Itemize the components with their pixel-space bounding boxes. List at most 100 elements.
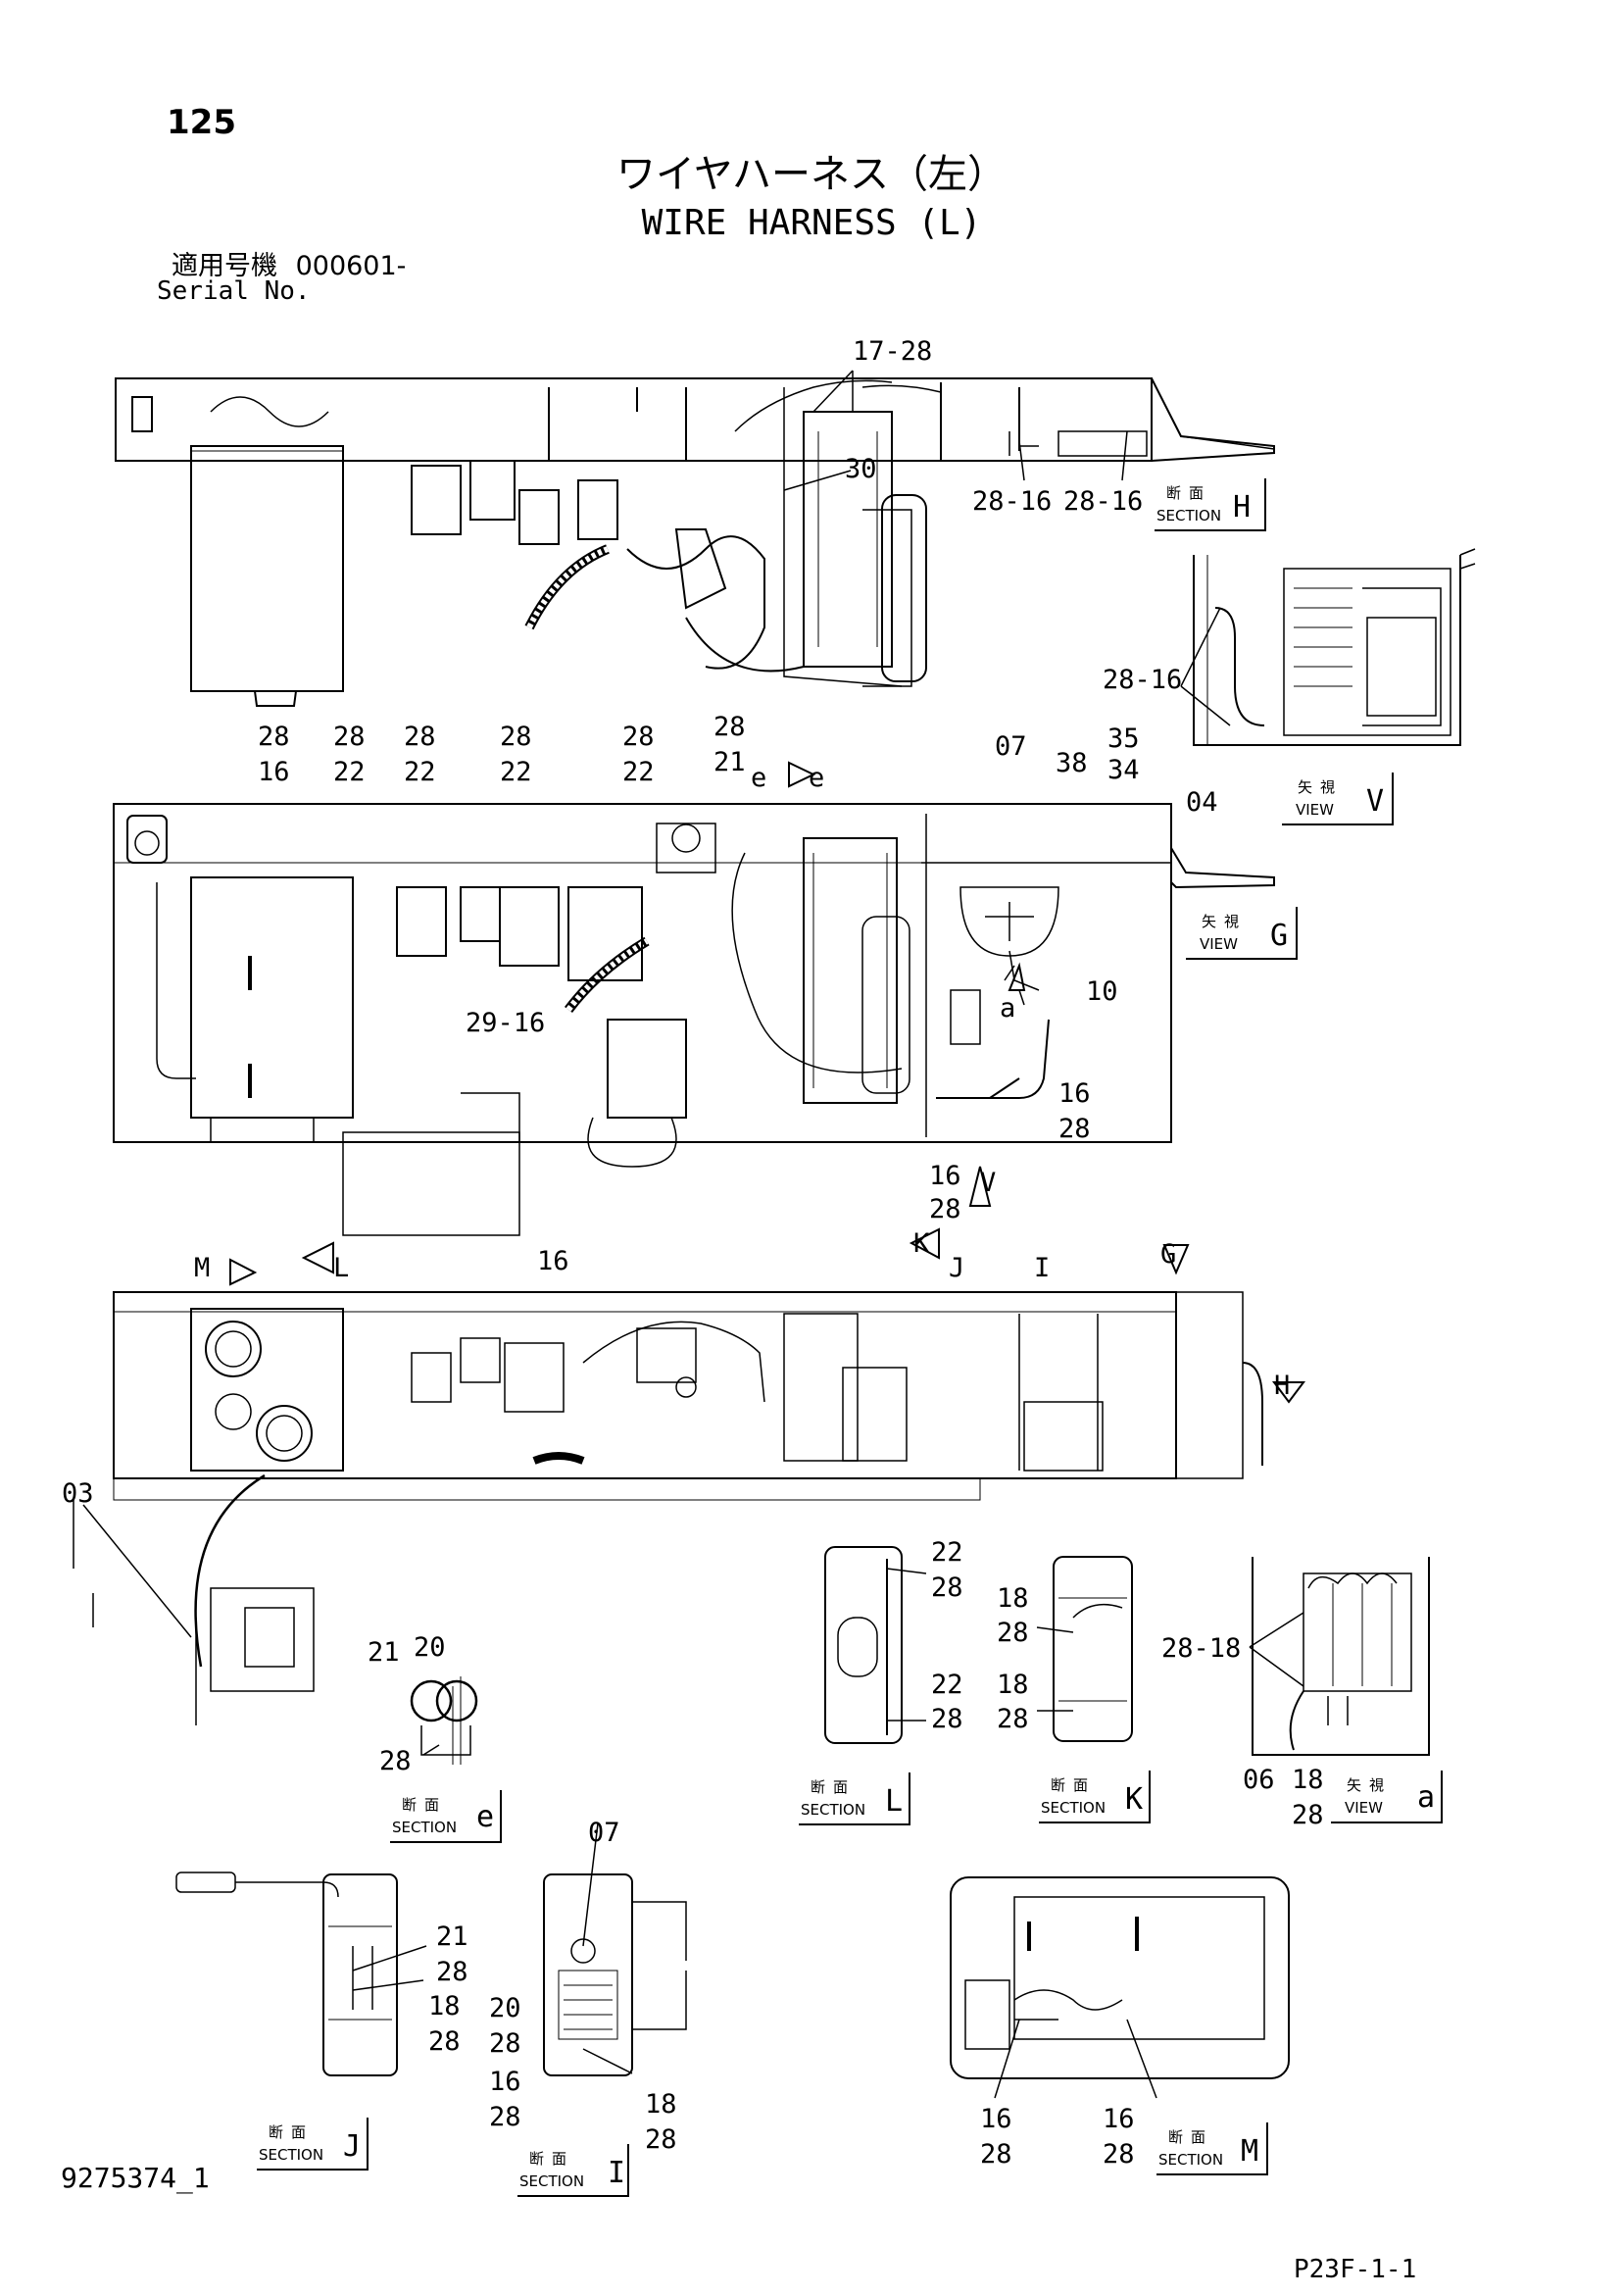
callout-k-28-a: 28 <box>997 1618 1029 1648</box>
callout-l-28-a: 28 <box>931 1572 963 1603</box>
callout-a-28-18: 28-18 <box>1161 1633 1242 1664</box>
callout-i-18: 18 <box>645 2089 677 2120</box>
callout-e-21: 21 <box>368 1637 400 1668</box>
label-view-v: 矢視 VIEW V <box>1282 773 1394 825</box>
callout-k-18-b: 18 <box>997 1670 1029 1700</box>
callout-i-20: 20 <box>489 1993 521 2023</box>
callout-mid-2-top: 28 <box>333 722 366 752</box>
callout-34: 34 <box>1107 755 1140 785</box>
callout-j-28-b: 28 <box>428 2026 461 2057</box>
label-section-j: 断面 SECTION J <box>257 2118 369 2171</box>
title-japanese: ワイヤハーネス（左） <box>616 152 1007 197</box>
callout-04: 04 <box>1186 787 1218 818</box>
page-number: 125 <box>167 103 236 142</box>
label-section-e: 断面 SECTION e <box>390 1790 502 1843</box>
callout-a-28: 28 <box>1292 1800 1324 1830</box>
view-letter-l: L <box>333 1253 350 1283</box>
callout-i-16: 16 <box>489 2067 521 2097</box>
view-letter-e-2: e <box>809 763 825 793</box>
callout-28-16-b: 28-16 <box>1063 486 1144 517</box>
callout-10: 10 <box>1086 976 1118 1007</box>
callout-l-22-a: 22 <box>931 1537 963 1568</box>
callout-mid-4-bot: 22 <box>500 757 532 787</box>
callout-28-lower: 28 <box>929 1194 961 1224</box>
callout-l-22-b: 22 <box>931 1670 963 1700</box>
callout-17-28: 17-28 <box>853 336 933 367</box>
callout-30: 30 <box>845 454 877 484</box>
callout-28-right: 28 <box>1058 1114 1091 1144</box>
callout-mid-5-bot: 22 <box>622 757 655 787</box>
callout-e-20: 20 <box>414 1632 446 1663</box>
bottom-plan-view <box>73 1291 1263 1725</box>
callout-mid-4-top: 28 <box>500 722 532 752</box>
callout-35: 35 <box>1107 724 1140 754</box>
view-letter-j: J <box>949 1253 965 1283</box>
view-letter-e-1: e <box>751 763 767 793</box>
callout-i-28-b: 28 <box>489 2102 521 2132</box>
section-j-detail <box>175 1872 427 2076</box>
middle-plan-view <box>113 803 1275 1236</box>
callout-07: 07 <box>995 731 1027 762</box>
view-letter-i: I <box>1034 1253 1051 1283</box>
view-letter-g: G <box>1160 1239 1177 1270</box>
section-l-detail <box>824 1546 927 1744</box>
view-letter-v: V <box>980 1168 997 1198</box>
callout-m-16-b: 16 <box>1103 2104 1135 2134</box>
callout-16-right: 16 <box>1058 1078 1091 1109</box>
section-m-detail <box>950 1876 1290 2099</box>
callout-29-16: 29-16 <box>466 1008 546 1038</box>
serial-label-en: Serial No. <box>157 276 311 306</box>
label-view-a: 矢視 VIEW a <box>1331 1771 1443 1823</box>
section-k-detail <box>1036 1556 1133 1742</box>
callout-i-28-a: 28 <box>489 2028 521 2059</box>
callout-j-21: 21 <box>436 1922 468 1952</box>
label-section-i: 断面 SECTION I <box>517 2144 629 2197</box>
section-i-detail <box>543 1822 687 2076</box>
callout-mid-1-top: 28 <box>258 722 290 752</box>
callout-m-16-a: 16 <box>980 2104 1012 2134</box>
callout-j-18: 18 <box>428 1991 461 2021</box>
callout-m-28-b: 28 <box>1103 2139 1135 2170</box>
callout-28-16-a: 28-16 <box>972 486 1053 517</box>
view-letter-k: K <box>913 1228 930 1259</box>
callout-mid-1-bot: 16 <box>258 757 290 787</box>
callout-m-28-a: 28 <box>980 2139 1012 2170</box>
callout-k-18-a: 18 <box>997 1583 1029 1614</box>
callout-28-16-h: 28-16 <box>1103 665 1183 695</box>
callout-mid-6-bot: 21 <box>713 747 746 777</box>
label-section-l: 断面 SECTION L <box>799 1772 910 1825</box>
callout-k-28-b: 28 <box>997 1704 1029 1734</box>
callout-16-bottom: 16 <box>537 1246 569 1276</box>
sheet-code: P23F-1-1 <box>1294 2255 1417 2284</box>
callout-a-06: 06 <box>1243 1765 1275 1795</box>
callout-38: 38 <box>1056 748 1088 778</box>
label-section-h: 断面 SECTION H <box>1155 478 1266 531</box>
callout-mid-6-top: 28 <box>713 712 746 742</box>
callout-i-28-c: 28 <box>645 2124 677 2155</box>
title-english: WIRE HARNESS (L) <box>641 203 982 243</box>
callout-03: 03 <box>62 1478 94 1509</box>
section-h-detail <box>1180 548 1476 746</box>
callout-i-07: 07 <box>588 1818 620 1848</box>
serial-label-jp: 適用号機 <box>172 251 277 281</box>
label-section-m: 断面 SECTION M <box>1156 2122 1268 2175</box>
view-letter-m: M <box>194 1253 211 1283</box>
callout-mid-2-bot: 22 <box>333 757 366 787</box>
callout-j-28-a: 28 <box>436 1957 468 1987</box>
top-side-view <box>115 377 1275 707</box>
callout-mid-5-top: 28 <box>622 722 655 752</box>
callout-l-28-b: 28 <box>931 1704 963 1734</box>
callout-16-lower: 16 <box>929 1161 961 1191</box>
document-id: 9275374_1 <box>61 2162 210 2194</box>
view-letter-h: H <box>1274 1371 1291 1401</box>
callout-a-18: 18 <box>1292 1765 1324 1795</box>
serial-value: 000601- <box>295 251 407 281</box>
callout-mid-3-bot: 22 <box>404 757 436 787</box>
label-section-k: 断面 SECTION K <box>1039 1771 1151 1823</box>
callout-e-28: 28 <box>379 1746 412 1776</box>
callout-mid-3-top: 28 <box>404 722 436 752</box>
serial-line: 適用号機 000601- <box>172 253 406 279</box>
view-letter-a: a <box>1000 993 1016 1023</box>
label-view-g: 矢視 VIEW G <box>1186 907 1298 960</box>
